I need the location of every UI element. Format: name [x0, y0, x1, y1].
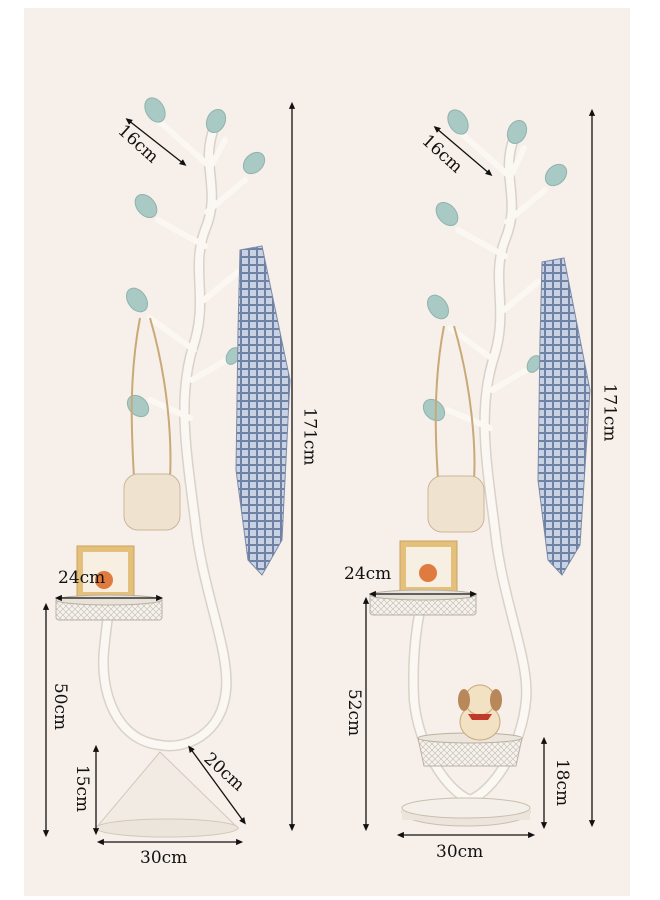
left-table-width-label: 24cm	[58, 568, 106, 588]
right-table-height-label: 52cm	[344, 688, 365, 737]
background	[24, 8, 630, 896]
left-dimension-lines	[42, 101, 296, 846]
left-scarf	[235, 245, 291, 576]
right-leaf-knobs	[422, 109, 568, 422]
left-height-label: 171cm	[299, 407, 320, 466]
right-dimension-lines	[362, 108, 596, 839]
right-base-width-label: 30cm	[436, 842, 484, 862]
right-scarf	[537, 257, 591, 576]
right-bag	[427, 475, 485, 533]
right-table-width-label: 24cm	[344, 564, 392, 584]
right-coat-stand	[369, 109, 591, 827]
left-bag	[123, 473, 181, 531]
left-table-height-label: 50cm	[50, 682, 71, 731]
left-base-height-label: 15cm	[72, 764, 93, 813]
left-base-width-label: 30cm	[140, 848, 188, 868]
right-basket-height-label: 18cm	[552, 758, 573, 807]
right-height-label: 171cm	[599, 383, 620, 442]
right-plush-dog	[458, 684, 502, 741]
